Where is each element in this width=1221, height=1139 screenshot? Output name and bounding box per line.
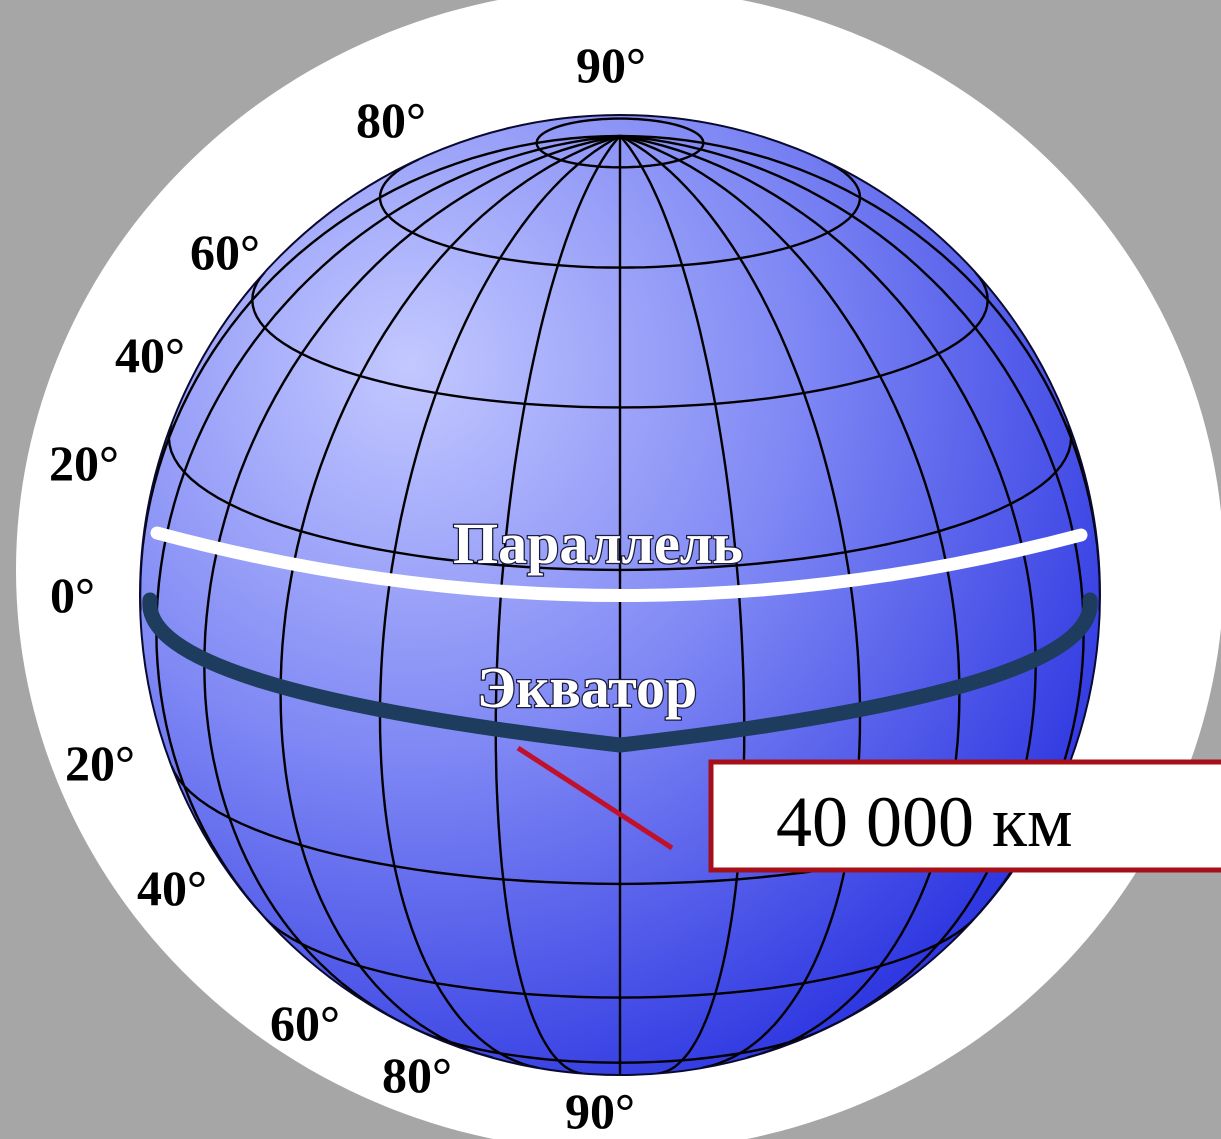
meridian-line: [619, 135, 746, 1075]
lat-label-north-40: 40°: [115, 327, 185, 383]
parallel-grid-line: [411, 1026, 829, 1064]
lat-label-south-60: 60°: [270, 995, 340, 1051]
callout-box: [708, 759, 1221, 873]
equator-line: [142, 592, 1098, 753]
lat-label-north-80: 80°: [356, 92, 426, 148]
parallel-grid-line: [263, 917, 977, 999]
parallel-grid-line: [251, 271, 989, 409]
equator-length-text: 40 000 км: [776, 782, 1073, 862]
lat-label-south-80: 80°: [382, 1047, 452, 1103]
meridian-line: [140, 134, 621, 612]
lat-label-south-40: 40°: [137, 860, 207, 916]
globe-outline: [139, 114, 1101, 1076]
lat-label-equator-0: 0°: [50, 567, 95, 623]
lat-label-north-20: 20°: [49, 435, 119, 491]
meridian-line: [619, 134, 1100, 612]
meridian-line: [619, 134, 862, 1070]
meridian-line: [279, 134, 621, 1059]
parallel-line: [150, 526, 1088, 602]
lat-label-south-20: 20°: [65, 735, 135, 791]
lat-label-north-90: 90°: [576, 37, 646, 93]
meridian-line: [378, 134, 621, 1070]
parallel-grid-line: [167, 423, 1073, 572]
callout-pointer: [516, 745, 674, 851]
equator-label: Экватор: [477, 655, 698, 720]
lat-label-north-60: 60°: [190, 224, 260, 280]
lat-label-south-90: 90°: [565, 1083, 635, 1139]
meridian-line: [494, 135, 621, 1075]
parallel-grid-line: [535, 117, 705, 169]
meridian-line: [619, 134, 961, 1059]
parallel-grid-line: [378, 158, 862, 269]
parallel-label: Параллель: [453, 511, 743, 576]
